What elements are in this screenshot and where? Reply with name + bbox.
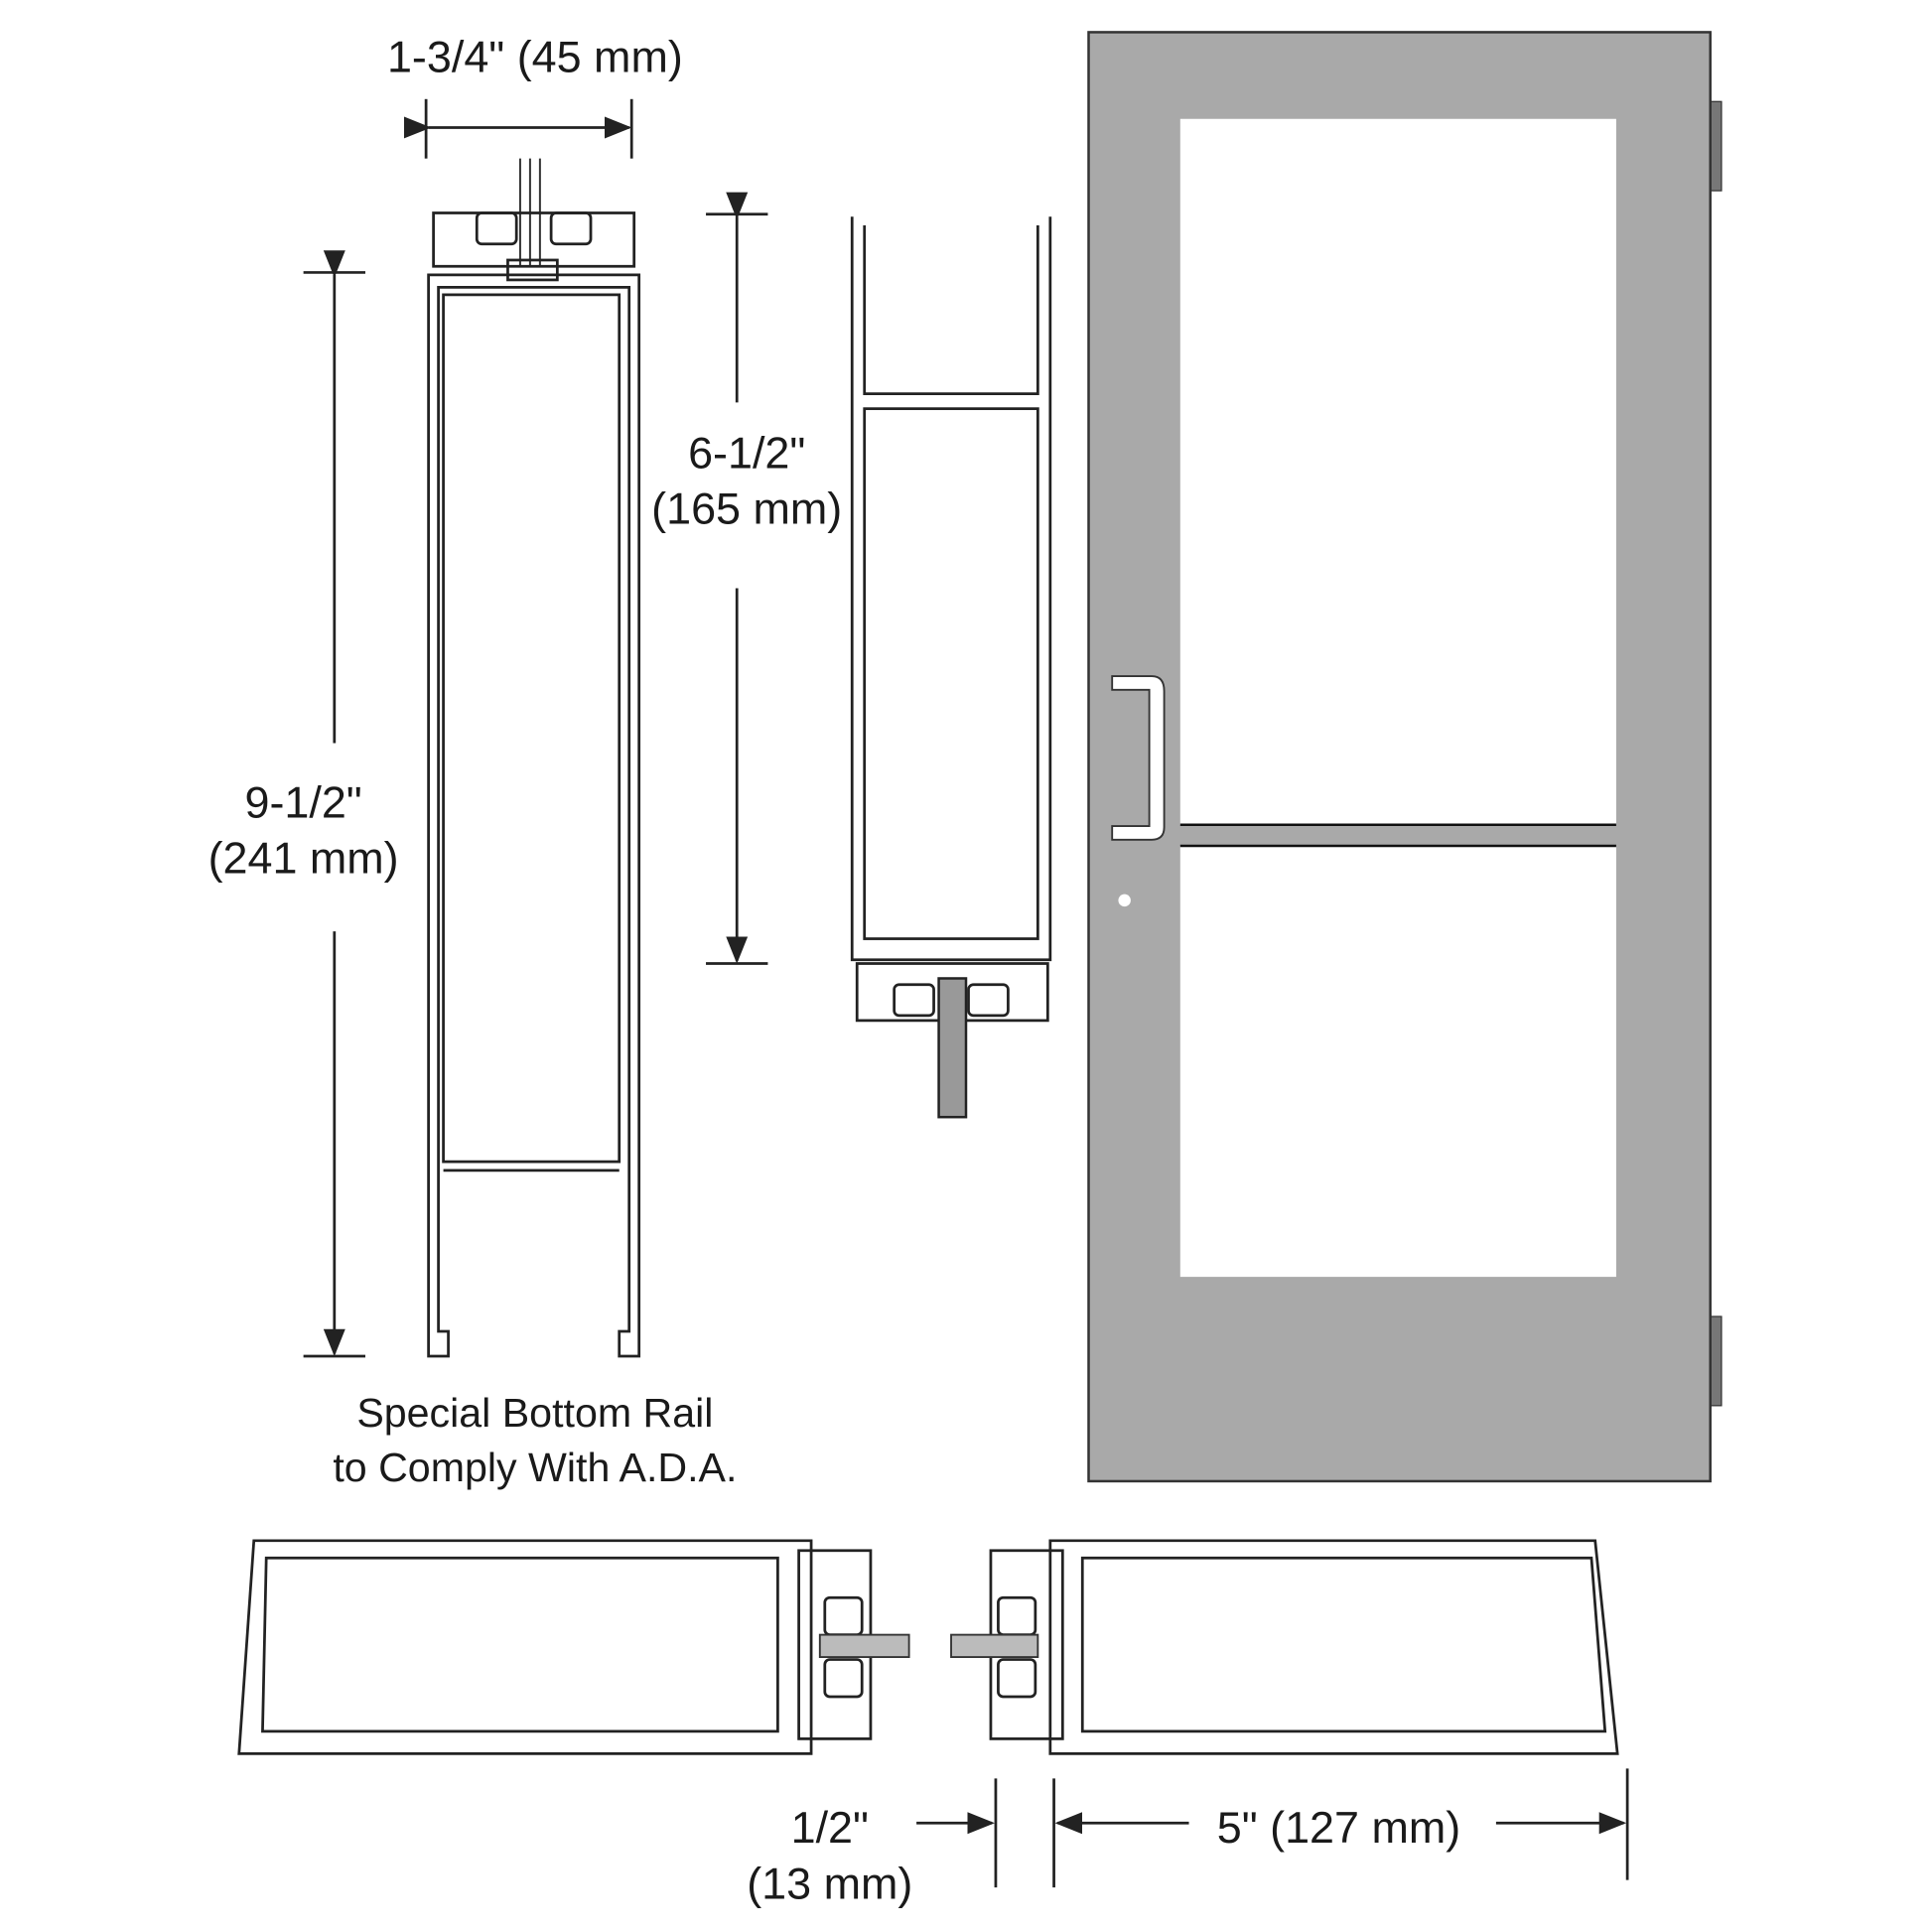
caption-line-2: to Comply With A.D.A. <box>333 1445 737 1490</box>
door-elevation <box>1087 31 1723 1483</box>
top-rail-profile <box>850 216 1052 1119</box>
lock-cylinder <box>1118 894 1131 907</box>
stile-dimensions <box>916 1768 1629 1888</box>
top-rail-height-dimension <box>706 192 768 965</box>
profile-width-label: 1-3/4" (45 mm) <box>387 31 683 81</box>
top-rail-height-mm-label: (165 mm) <box>651 483 842 534</box>
bottom-rail-height-mm-label: (241 mm) <box>208 832 399 883</box>
stile-width-label: 5" (127 mm) <box>1217 1802 1460 1853</box>
stile-section <box>237 1539 1619 1755</box>
top-rail-height-label: 6-1/2" <box>688 428 805 479</box>
bottom-rail-height-dimension <box>303 250 365 1358</box>
bottom-rail-height-label: 9-1/2" <box>244 776 361 827</box>
upper-glass <box>1179 118 1616 825</box>
width-dimension-line <box>403 98 633 159</box>
caption-line-1: Special Bottom Rail <box>356 1390 713 1436</box>
offset-label: 1/2" <box>791 1802 869 1853</box>
offset-mm-label: (13 mm) <box>747 1858 912 1908</box>
bottom-rail-profile <box>427 158 641 1358</box>
lower-glass <box>1179 845 1616 1278</box>
door-pull-handle <box>1111 675 1166 841</box>
